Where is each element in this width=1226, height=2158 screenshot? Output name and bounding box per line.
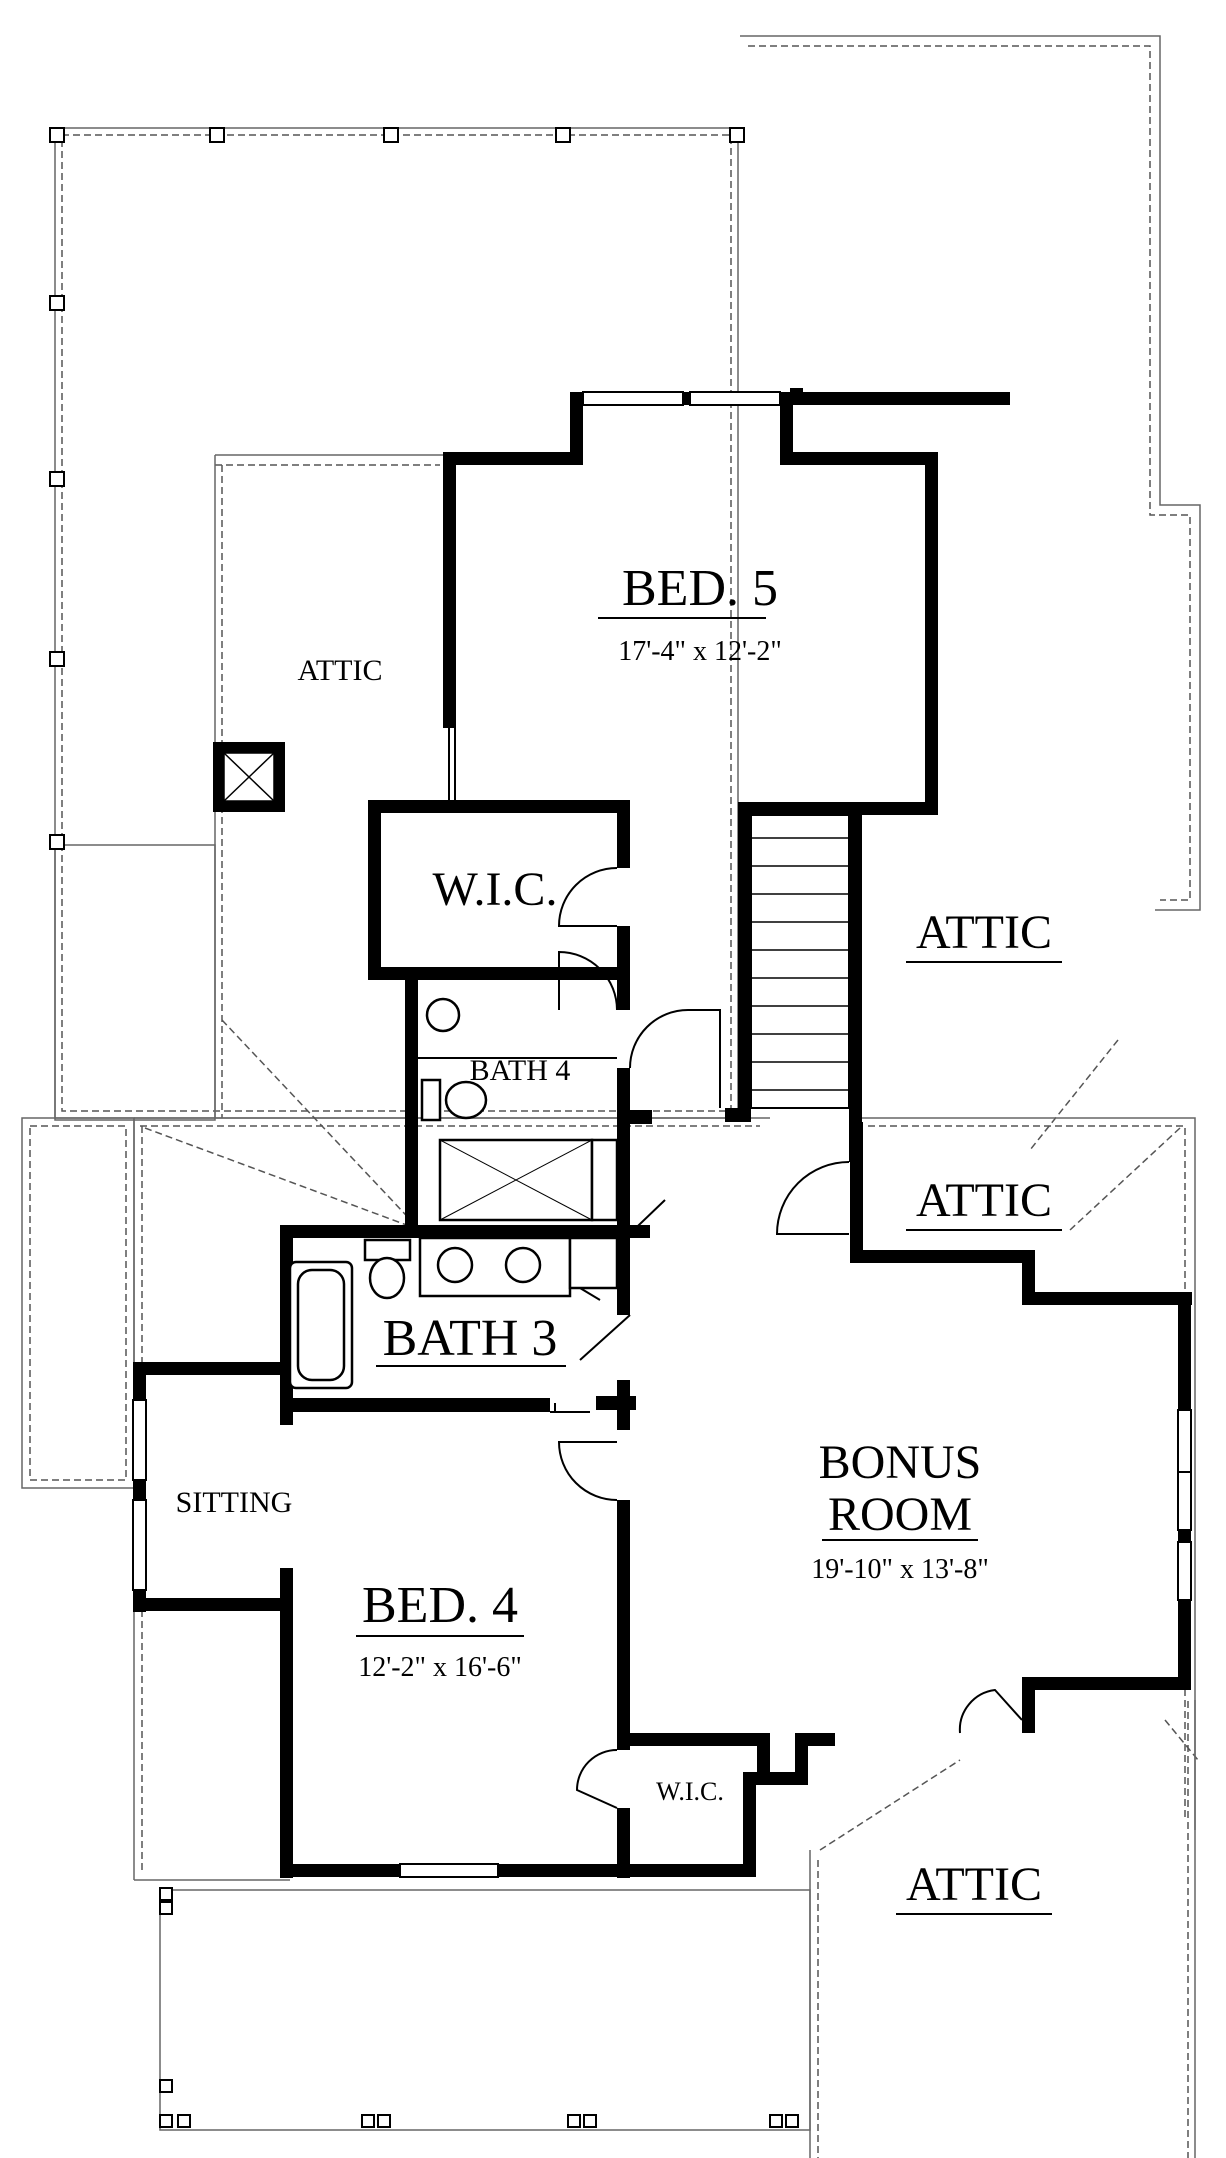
bath3-label: BATH 3 — [383, 1310, 558, 1367]
bonus-label-line2: ROOM — [828, 1488, 972, 1541]
bed4-size: 12'-2" x 16'-6" — [358, 1652, 522, 1683]
sitting-label: SITTING — [176, 1486, 293, 1519]
stairs — [750, 814, 850, 1109]
attic-lower-right-label: ATTIC — [906, 1858, 1042, 1911]
attic-upper-left-label: ATTIC — [298, 654, 383, 687]
bed4-label: BED. 4 — [362, 1577, 518, 1634]
doors — [550, 867, 1023, 1809]
wic-upper-label: W.I.C. — [433, 863, 558, 916]
porch-posts — [49, 127, 799, 2128]
roof-outlines — [21, 35, 1201, 2158]
bed5-label: BED. 5 — [622, 560, 778, 617]
bath4-label: BATH 4 — [470, 1054, 571, 1087]
attic-middle-right-label: ATTIC — [916, 1174, 1052, 1227]
windows — [132, 391, 1192, 1878]
bed5-size: 17'-4" x 12'-2" — [618, 636, 782, 667]
wic-lower-label: W.I.C. — [656, 1777, 724, 1806]
room-labels: BED. 5 17'-4" x 12'-2" ATTIC ATTIC W.I.C… — [176, 560, 1062, 1915]
bonus-label-line1: BONUS — [819, 1436, 982, 1489]
bonus-size: 19'-10" x 13'-8" — [811, 1554, 989, 1585]
bath-fixtures — [288, 997, 619, 1390]
attic-right-label: ATTIC — [916, 906, 1052, 959]
